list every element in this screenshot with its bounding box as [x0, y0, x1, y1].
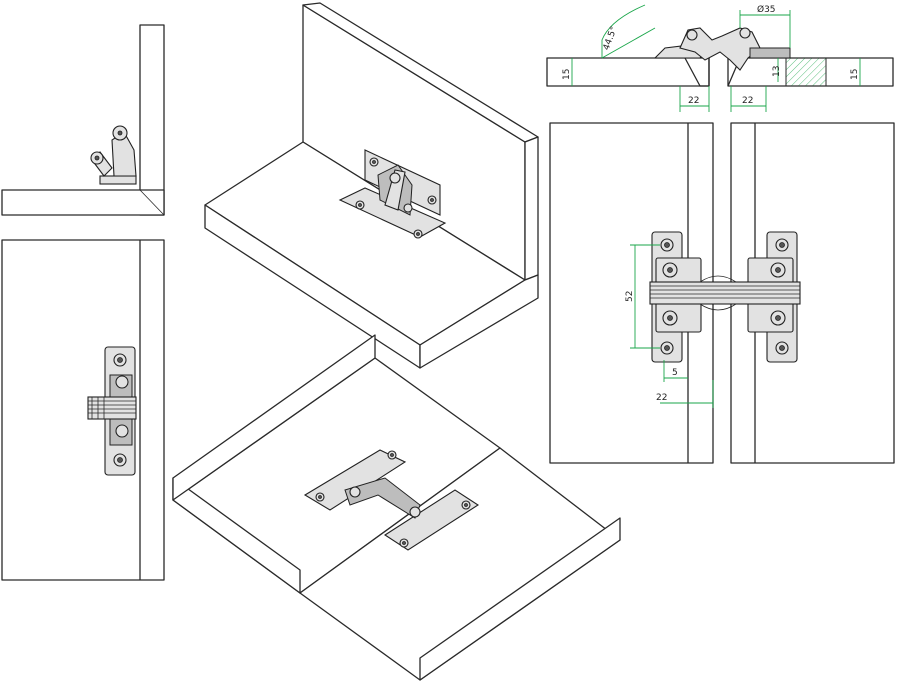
section-view: 44.5° Ø35 15 13 15 22 22 [546, 4, 894, 112]
hinge-side-profile [90, 125, 137, 185]
section-hinge [653, 27, 791, 71]
cup-depth-label: 13 [772, 66, 782, 77]
isometric-open-hinge [303, 449, 480, 551]
closed-front-view [1, 239, 165, 581]
offset-right-label: 22 [742, 96, 753, 106]
angle-label: 44.5° [602, 25, 620, 51]
offset-left-label: 22 [688, 96, 699, 106]
hinge-arms [87, 396, 137, 420]
front-offset-label: 22 [656, 393, 667, 403]
hinge-link-arms [649, 275, 801, 311]
diameter-label: Ø35 [757, 4, 776, 15]
thickness-left-label: 15 [562, 69, 572, 80]
isometric-corner-view [204, 2, 539, 369]
isometric-hinge [338, 149, 447, 239]
open-front-view: 52 5 22 [549, 122, 895, 464]
hole-spacing-label: 52 [625, 291, 635, 302]
edge-distance-label: 5 [672, 368, 678, 378]
thickness-right-label: 15 [850, 69, 860, 80]
open-view-dimension-lines [630, 244, 714, 408]
dimension-lines [571, 4, 861, 112]
isometric-open-view [172, 334, 621, 681]
corner-side-view [1, 24, 165, 216]
